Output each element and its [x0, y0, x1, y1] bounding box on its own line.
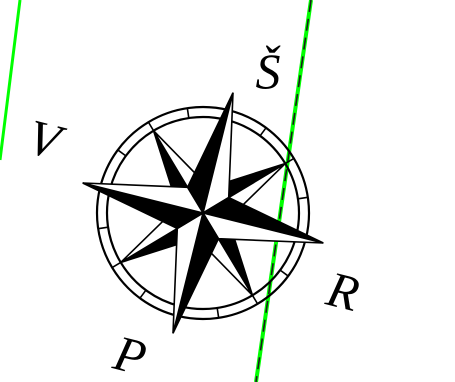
west-label: V	[23, 108, 71, 171]
map-boundary-line-left	[0, 0, 20, 160]
compass-tick	[185, 108, 191, 118]
south-label: P	[108, 324, 152, 382]
compass-tick	[279, 270, 289, 276]
compass-tick	[260, 127, 266, 137]
north-label: Š	[256, 43, 281, 99]
compass-tick	[298, 195, 308, 201]
compass-rose	[53, 63, 354, 364]
compass-tick	[215, 308, 221, 318]
east-label: R	[321, 260, 365, 322]
compass-tick	[98, 225, 108, 231]
compass-tick	[117, 150, 127, 156]
compass-tick	[140, 289, 146, 299]
